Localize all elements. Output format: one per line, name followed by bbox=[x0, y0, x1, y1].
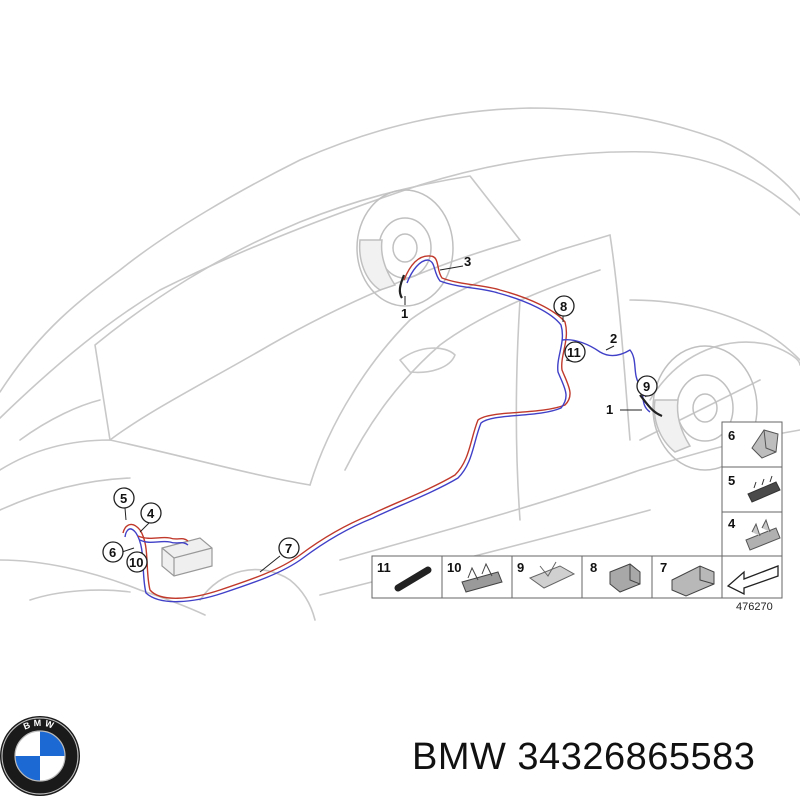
front-brake-disc bbox=[356, 189, 454, 307]
svg-text:4: 4 bbox=[147, 506, 155, 521]
wiring-harness bbox=[122, 255, 663, 603]
part-6-clip-icon bbox=[751, 429, 779, 459]
callout-5: 5 bbox=[113, 487, 135, 509]
part-8-clip-icon bbox=[609, 563, 641, 593]
bmw-roundel-icon: BMW bbox=[0, 716, 80, 796]
rear-brake-disc bbox=[652, 345, 758, 471]
callout-8: 8 bbox=[553, 295, 575, 317]
svg-text:5: 5 bbox=[120, 491, 127, 506]
svg-text:6: 6 bbox=[109, 545, 116, 560]
svg-text:7: 7 bbox=[285, 541, 292, 556]
part-7-cell: 7 bbox=[660, 560, 715, 597]
svg-text:11: 11 bbox=[567, 345, 581, 360]
part-10-cell: 10 bbox=[447, 560, 503, 593]
parts-legend-row: 11 10 9 8 7 bbox=[371, 555, 783, 599]
svg-text:BMW: BMW bbox=[22, 718, 58, 732]
svg-text:1: 1 bbox=[606, 402, 613, 417]
figure-number: 476270 bbox=[736, 601, 773, 613]
svg-text:9: 9 bbox=[643, 379, 650, 394]
car-outline bbox=[0, 107, 800, 621]
callout-6: 6 bbox=[102, 541, 124, 563]
battery-module bbox=[161, 537, 213, 577]
svg-text:4: 4 bbox=[728, 516, 736, 531]
svg-text:11: 11 bbox=[377, 560, 391, 575]
part-5-cell: 5 bbox=[728, 473, 781, 503]
svg-text:2: 2 bbox=[610, 331, 617, 346]
callout-9: 9 bbox=[636, 375, 658, 397]
installation-direction-arrow-icon bbox=[726, 565, 779, 596]
svg-text:7: 7 bbox=[660, 560, 667, 575]
callout-10: 10 bbox=[126, 551, 148, 573]
part-4-cell: 4 bbox=[728, 516, 781, 551]
svg-text:9: 9 bbox=[517, 560, 524, 575]
svg-text:8: 8 bbox=[560, 299, 567, 314]
part-4-grommet-icon bbox=[745, 518, 781, 551]
callout-1-front: 1 bbox=[401, 306, 408, 321]
svg-text:8: 8 bbox=[590, 560, 597, 575]
callout-11: 11 bbox=[564, 341, 586, 363]
part-9-bracket-icon bbox=[528, 561, 576, 589]
svg-text:10: 10 bbox=[129, 555, 143, 570]
parts-legend-column: 6 5 4 bbox=[721, 421, 783, 559]
callout-1-rear: 1 bbox=[606, 402, 613, 417]
svg-text:3: 3 bbox=[464, 254, 471, 269]
part-11-sleeve-icon bbox=[394, 566, 432, 592]
part-7-connector-icon bbox=[671, 565, 715, 597]
part-6-cell: 6 bbox=[728, 428, 779, 459]
part-10-clip-icon bbox=[461, 562, 503, 593]
callout-2: 2 bbox=[610, 331, 617, 346]
callout-4: 4 bbox=[140, 502, 162, 524]
svg-text:10: 10 bbox=[447, 560, 461, 575]
part-11-cell: 11 bbox=[377, 560, 432, 592]
svg-text:5: 5 bbox=[728, 473, 735, 488]
part-9-cell: 9 bbox=[517, 560, 576, 589]
svg-text:1: 1 bbox=[401, 306, 408, 321]
svg-text:6: 6 bbox=[728, 428, 735, 443]
callout-7: 7 bbox=[278, 537, 300, 559]
callout-3: 3 bbox=[464, 254, 471, 269]
part-5-holder-icon bbox=[747, 475, 781, 503]
part-number-caption: BMW 34326865583 bbox=[412, 736, 756, 778]
part-8-cell: 8 bbox=[590, 560, 641, 593]
